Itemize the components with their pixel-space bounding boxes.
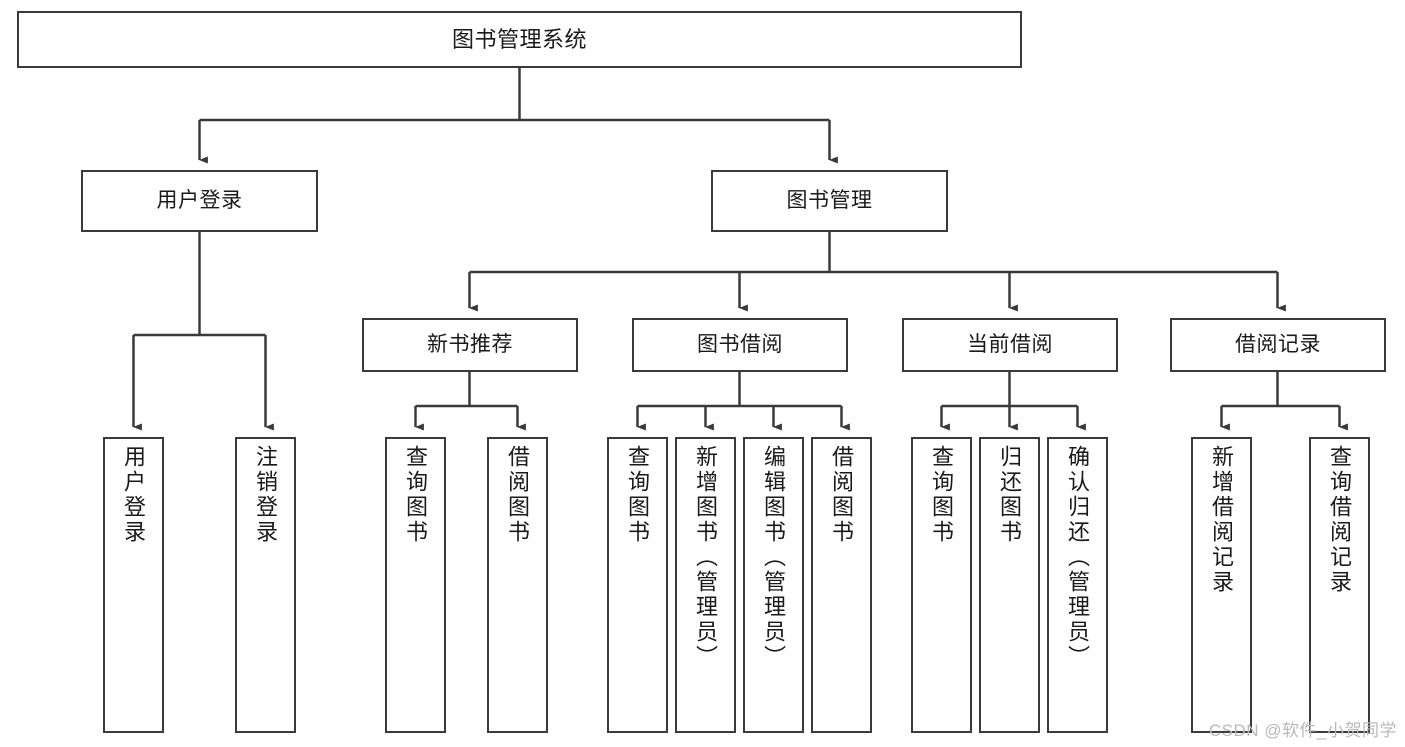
leaf-query-book-recommend[interactable]: 查询图书 [385,437,446,733]
node-current-borrow[interactable]: 当前借阅 [902,318,1118,372]
leaf-confirm-return[interactable]: 确认归还（管理员） [1047,437,1108,733]
node-label: 图书借阅 [697,332,783,356]
leaf-borrow-book-recommend[interactable]: 借阅图书 [487,437,548,733]
node-label: 查询图书 [625,445,651,545]
node-book-manage[interactable]: 图书管理 [711,170,948,232]
node-user-login[interactable]: 用户登录 [81,170,318,232]
node-new-book-recommend[interactable]: 新书推荐 [362,318,578,372]
node-label: 编辑图书（管理员） [761,445,787,670]
node-book-borrow[interactable]: 图书借阅 [632,318,848,372]
leaf-borrow-book[interactable]: 借阅图书 [811,437,872,733]
node-label: 注销登录 [253,445,279,545]
node-label: 查询图书 [403,445,429,545]
leaf-edit-book[interactable]: 编辑图书（管理员） [743,437,804,733]
node-label: 确认归还（管理员） [1065,445,1091,670]
node-root-system[interactable]: 图书管理系统 [17,11,1022,68]
leaf-return-book[interactable]: 归还图书 [979,437,1040,733]
node-label: 借阅图书 [505,445,531,545]
node-label: 图书管理 [786,188,873,212]
leaf-query-book-borrow[interactable]: 查询图书 [607,437,668,733]
node-label: 查询图书 [929,445,955,545]
node-label: 图书管理系统 [451,26,587,52]
leaf-query-book-current[interactable]: 查询图书 [911,437,972,733]
node-label: 归还图书 [997,445,1023,545]
leaf-add-borrow-record[interactable]: 新增借阅记录 [1191,437,1252,733]
watermark-credit: CSDN @软件_小贺同学 [1208,721,1397,740]
node-label: 借阅记录 [1235,332,1321,356]
node-label: 查询借阅记录 [1327,445,1353,595]
node-label: 新书推荐 [427,332,513,356]
node-label: 当前借阅 [967,332,1053,356]
leaf-query-borrow-record[interactable]: 查询借阅记录 [1309,437,1370,733]
leaf-user-login[interactable]: 用户登录 [103,437,164,733]
node-label: 借阅图书 [829,445,855,545]
node-borrow-record[interactable]: 借阅记录 [1170,318,1386,372]
leaf-logout-login[interactable]: 注销登录 [235,437,296,733]
leaf-add-book[interactable]: 新增图书（管理员） [675,437,736,733]
node-label: 用户登录 [156,188,243,212]
node-label: 新增借阅记录 [1209,445,1235,595]
node-label: 新增图书（管理员） [693,445,719,670]
node-label: 用户登录 [121,445,147,545]
